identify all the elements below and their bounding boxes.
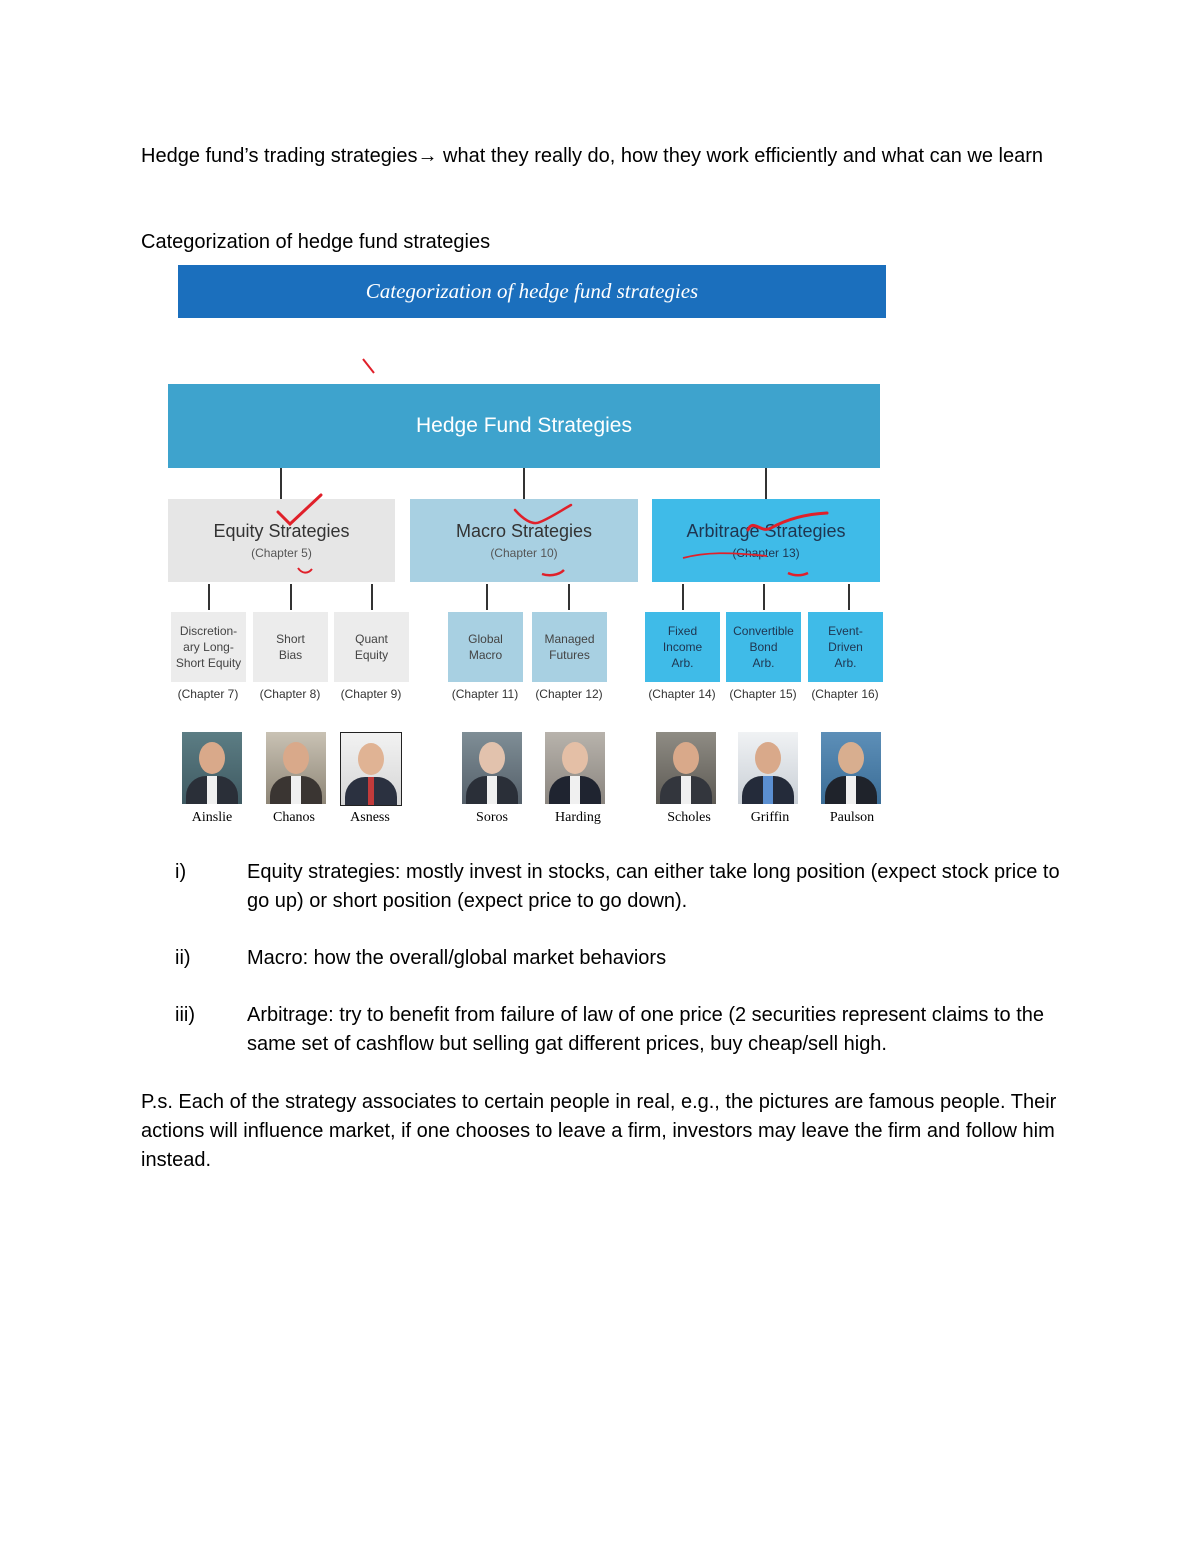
strategy-list: i) Equity strategies: mostly invest in s… — [175, 858, 1065, 1087]
annotation-underline-chapter-10 — [540, 568, 566, 578]
person-name: Asness — [330, 810, 410, 826]
portrait-paulson — [821, 732, 881, 804]
portrait-scholes — [656, 732, 716, 804]
connector-line — [523, 468, 525, 499]
person-name: Harding — [538, 810, 618, 826]
portrait-ainslie — [182, 732, 242, 804]
portrait-asness — [340, 732, 402, 806]
list-text: Macro: how the overall/global market beh… — [247, 944, 1065, 973]
connector-line — [208, 584, 210, 610]
substrategy-chapter: (Chapter 9) — [331, 687, 411, 701]
substrategy-quant-equity: Quant Equity — [334, 612, 409, 682]
annotation-underline-chapter-5 — [296, 566, 314, 576]
substrategy-chapter: (Chapter 11) — [445, 687, 525, 701]
category-chapter: (Chapter 10) — [490, 546, 557, 560]
list-text: Arbitrage: try to benefit from failure o… — [247, 1001, 1065, 1059]
list-item: ii) Macro: how the overall/global market… — [175, 944, 1065, 973]
substrategy-event-driven-arb: Event- Driven Arb. — [808, 612, 883, 682]
connector-line — [682, 584, 684, 610]
person-name: Griffin — [730, 810, 810, 826]
connector-line — [763, 584, 765, 610]
portrait-harding — [545, 732, 605, 804]
substrategy-chapter: (Chapter 14) — [642, 687, 722, 701]
substrategy-chapter: (Chapter 8) — [250, 687, 330, 701]
list-item: i) Equity strategies: mostly invest in s… — [175, 858, 1065, 916]
document-heading: Hedge fund’s trading strategies→ what th… — [141, 142, 1071, 171]
strategy-diagram: Categorization of hedge fund strategies … — [160, 262, 895, 837]
person-name: Scholes — [649, 810, 729, 826]
hedge-fund-strategies-box: Hedge Fund Strategies — [168, 384, 880, 468]
substrategy-global-macro: Global Macro — [448, 612, 523, 682]
connector-line — [371, 584, 373, 610]
list-text: Equity strategies: mostly invest in stoc… — [247, 858, 1065, 916]
note-paragraph: P.s. Each of the strategy associates to … — [141, 1088, 1071, 1175]
list-number: iii) — [175, 1001, 247, 1059]
substrategy-chapter: (Chapter 15) — [723, 687, 803, 701]
annotation-tick-top — [360, 356, 380, 378]
list-item: iii) Arbitrage: try to benefit from fail… — [175, 1001, 1065, 1059]
list-number: ii) — [175, 944, 247, 973]
portrait-griffin — [738, 732, 798, 804]
portrait-chanos — [266, 732, 326, 804]
connector-line — [486, 584, 488, 610]
person-name: Soros — [452, 810, 532, 826]
substrategy-chapter: (Chapter 7) — [168, 687, 248, 701]
annotation-check-arbitrage — [745, 508, 830, 536]
annotation-underline-arbitrage — [680, 550, 770, 562]
substrategy-fixed-income-arb: Fixed Income Arb. — [645, 612, 720, 682]
substrategy-chapter: (Chapter 16) — [805, 687, 885, 701]
diagram-banner: Categorization of hedge fund strategies — [178, 265, 886, 318]
list-number: i) — [175, 858, 247, 916]
portrait-soros — [462, 732, 522, 804]
person-name: Paulson — [812, 810, 892, 826]
substrategy-managed-futures: Managed Futures — [532, 612, 607, 682]
annotation-check-equity — [275, 492, 325, 528]
connector-line — [848, 584, 850, 610]
substrategy-discretionary-long-short-equity: Discretion- ary Long- Short Equity — [171, 612, 246, 682]
section-heading: Categorization of hedge fund strategies — [141, 228, 1071, 257]
annotation-check-macro — [512, 502, 574, 528]
annotation-underline-chapter-13 — [786, 568, 810, 578]
connector-line — [568, 584, 570, 610]
substrategy-chapter: (Chapter 12) — [529, 687, 609, 701]
connector-line — [290, 584, 292, 610]
substrategy-short-bias: Short Bias — [253, 612, 328, 682]
connector-line — [765, 468, 767, 499]
person-name: Chanos — [254, 810, 334, 826]
person-name: Ainslie — [172, 810, 252, 826]
substrategy-convertible-bond-arb: Convertible Bond Arb. — [726, 612, 801, 682]
category-chapter: (Chapter 5) — [251, 546, 312, 560]
